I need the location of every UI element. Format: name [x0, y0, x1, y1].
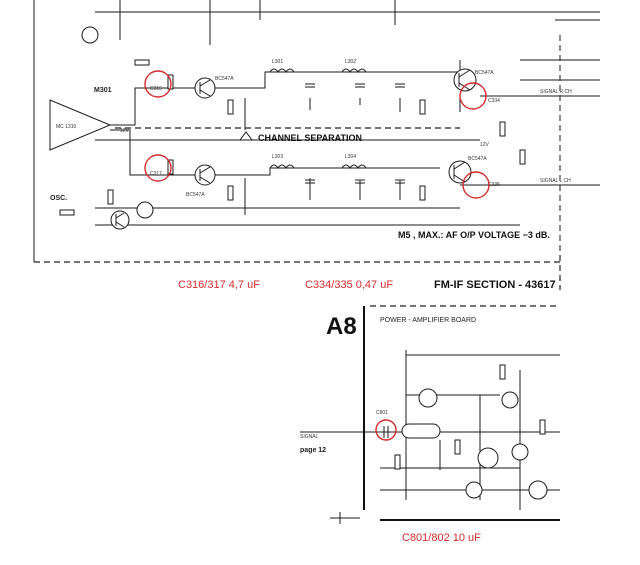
- svg-text:BC547A: BC547A: [215, 76, 234, 82]
- highlight-c316: [144, 70, 172, 98]
- svg-text:C316: C316: [150, 86, 162, 92]
- note-c334-c335: C334/335 0,47 uF: [305, 279, 393, 291]
- highlight-c317: [144, 154, 172, 182]
- note-c316-c317: C316/317 4,7 uF: [178, 279, 260, 291]
- svg-text:C334: C334: [488, 98, 500, 104]
- svg-text:BC547A: BC547A: [468, 156, 487, 162]
- highlight-c335: [462, 171, 490, 199]
- transistor-t303: BC547A: [186, 164, 216, 198]
- svg-text:12V: 12V: [120, 128, 130, 134]
- svg-text:C335: C335: [488, 182, 500, 188]
- fm-if-schematic: M301 MC 1310 L301 L302 L303 L3: [33, 0, 600, 290]
- power-amplifier-schematic: A8 POWER - AMPLIFIER BOARD SIG: [300, 305, 560, 524]
- svg-text:L304: L304: [345, 154, 356, 160]
- svg-text:BC547A: BC547A: [186, 192, 205, 198]
- svg-text:MC 1310: MC 1310: [56, 124, 77, 130]
- svg-text:SIGNAL R CH: SIGNAL R CH: [540, 89, 572, 95]
- svg-text:BC547A: BC547A: [475, 70, 494, 76]
- mode-note: M5 , MAX.: AF O/P VOLTAGE −3 dB.: [398, 230, 550, 240]
- svg-text:SIGNAL: SIGNAL: [300, 434, 319, 440]
- fm-if-section-label: FM-IF SECTION - 43617: [434, 279, 556, 291]
- highlight-c334: [459, 82, 487, 110]
- ic-m301-label: M301: [94, 87, 112, 94]
- transistor-t301: BC547A: [194, 76, 234, 99]
- svg-text:C317: C317: [150, 171, 162, 177]
- transistor-t310: BC547A: [448, 156, 487, 184]
- svg-text:L302: L302: [345, 59, 356, 65]
- svg-text:L303: L303: [272, 154, 283, 160]
- page-ref: page 12: [300, 447, 326, 454]
- highlight-c801: [375, 419, 397, 441]
- page-letter-a8: A8: [326, 313, 357, 340]
- svg-text:L301: L301: [272, 59, 283, 65]
- osc-label: OSC.: [50, 195, 67, 202]
- svg-text:SIGNAL L CH: SIGNAL L CH: [540, 178, 571, 184]
- note-c801-c802: C801/802 10 uF: [402, 532, 481, 544]
- transistor-t309: BC547A: [453, 68, 494, 92]
- board-title: POWER - AMPLIFIER BOARD: [380, 317, 476, 324]
- channel-separation-label: CHANNEL SEPARATION: [258, 133, 362, 143]
- svg-text:12V: 12V: [480, 142, 490, 148]
- svg-text:C801: C801: [376, 410, 388, 416]
- ic-m301-symbol: [49, 99, 112, 151]
